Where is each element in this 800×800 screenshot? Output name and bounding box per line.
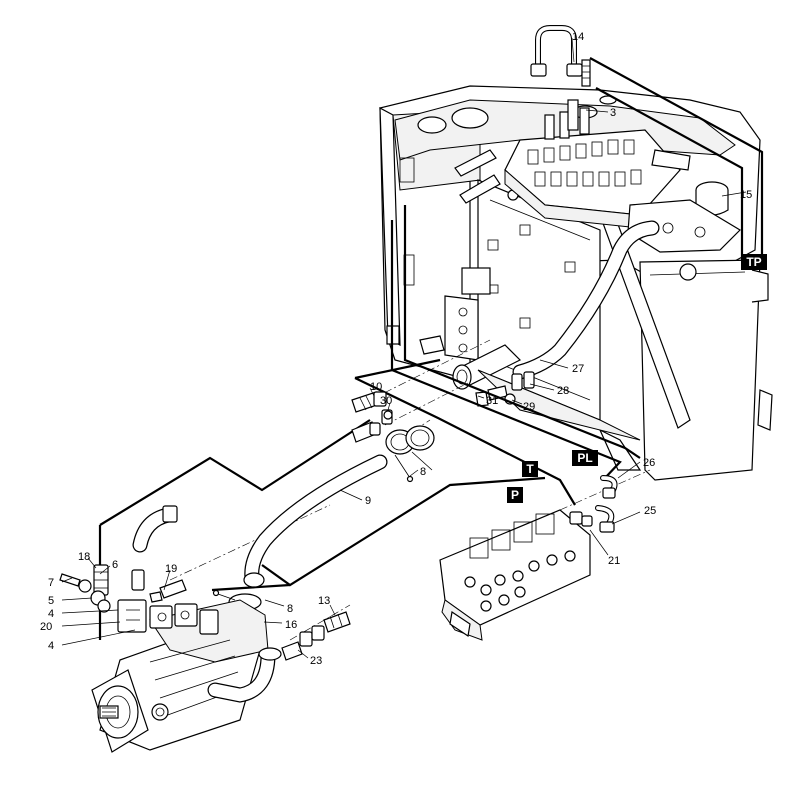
callout-21: 21 [608,555,620,567]
callout-8-lower: 8 [287,603,293,615]
svg-text:PL: PL [577,451,592,465]
control-valve-block [504,99,741,253]
callout-20: 20 [40,621,52,633]
tag-tp: TP [741,254,767,270]
callout-29: 29 [523,401,535,413]
hose-10 [351,391,387,443]
callout-10: 10 [370,381,382,393]
tag-t: T [522,461,538,477]
callout-4-lower: 4 [48,640,54,652]
fittings-28-29-31 [475,371,535,407]
svg-text:P: P [511,488,519,502]
callout-9: 9 [365,495,371,507]
hydraulic-pump [91,599,269,753]
callout-13: 13 [318,595,330,607]
callout-4-upper: 4 [48,608,54,620]
svg-text:T: T [526,462,534,476]
callout-5: 5 [48,595,54,607]
callout-8-upper: 8 [420,466,426,478]
callout-7: 7 [48,577,54,589]
clamps-8-upper [385,425,435,483]
callout-26: 26 [643,457,655,469]
suction-elbow [207,647,282,703]
callout-labels: 14 3 15 27 28 29 31 10 30 8 9 26 25 21 1… [40,31,752,667]
fittings-13-23 [281,611,351,661]
leader-lines [61,37,747,659]
callout-27: 27 [572,363,584,375]
tag-p: P [507,487,523,503]
callout-30: 30 [380,395,392,407]
callout-23: 23 [310,655,322,667]
callout-31: 31 [486,395,498,407]
hose-6 [93,505,178,596]
hoses-25-26 [569,475,618,533]
callout-25: 25 [644,505,656,517]
directional-valve [439,509,591,641]
svg-text:TP: TP [746,255,761,269]
line-tags: TP PL T P [507,254,767,503]
callout-16: 16 [285,619,297,631]
deck-hoses [386,149,501,355]
callout-18: 18 [78,551,90,563]
callout-14: 14 [572,31,584,43]
tag-pl: PL [572,450,598,466]
callout-15: 15 [740,189,752,201]
callout-6: 6 [112,559,118,571]
callout-19: 19 [165,563,177,575]
line-routing [98,57,764,640]
u-pipe-14 [530,25,591,87]
hose-9 [243,454,388,588]
callout-28: 28 [557,385,569,397]
fitting-30 [381,409,393,425]
small-fittings [59,569,187,633]
callout-3: 3 [610,107,616,119]
